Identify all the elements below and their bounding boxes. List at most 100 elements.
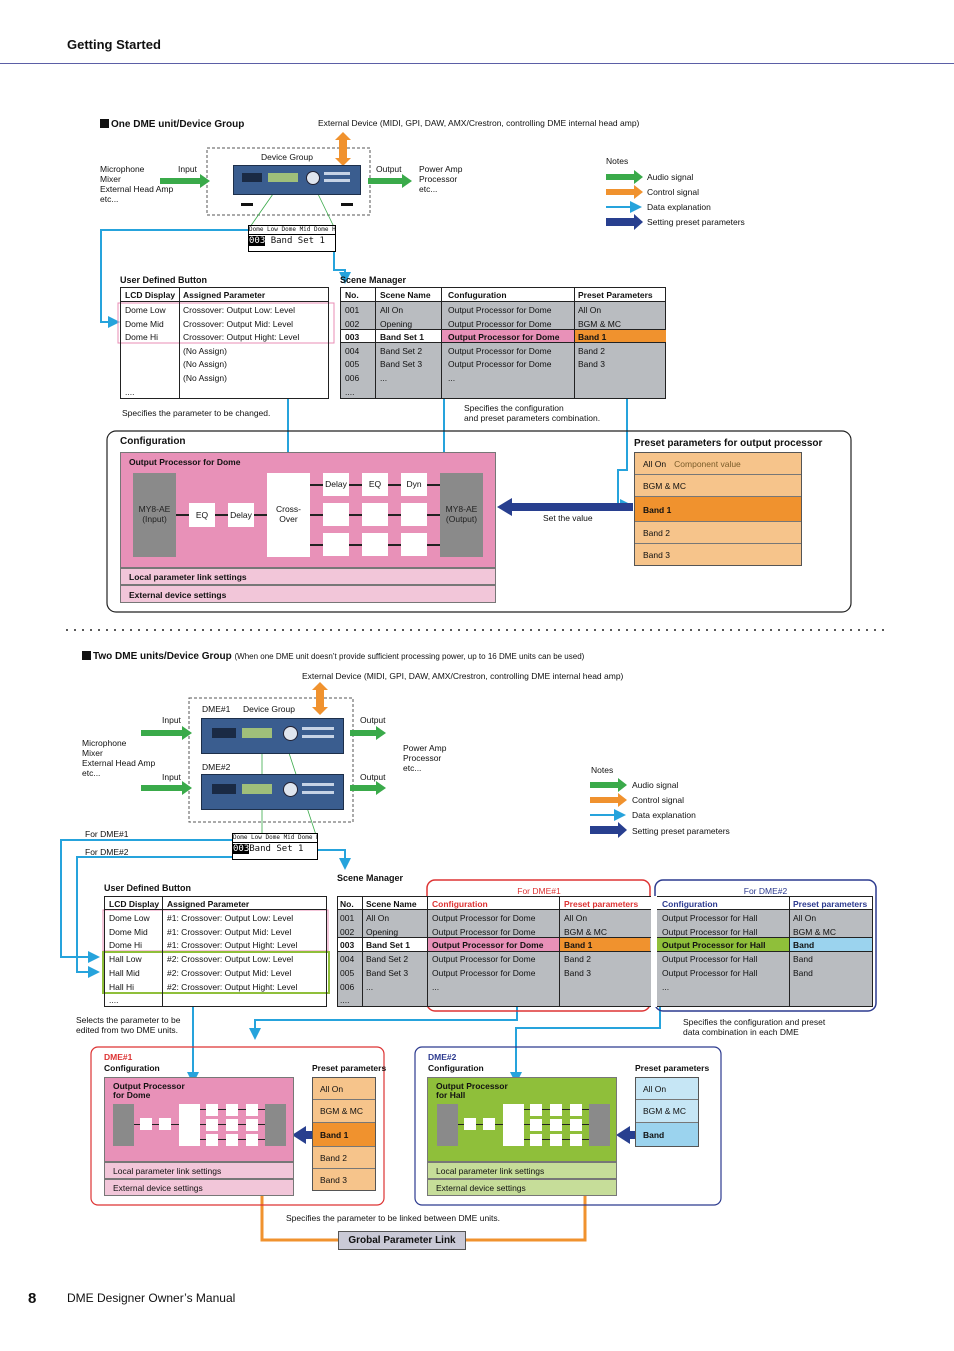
config1-local: Local parameter link settings <box>104 1162 294 1179</box>
output-label: Output <box>376 164 402 174</box>
dme-device-image <box>233 165 361 195</box>
lcd-display: Dome Low Dome Mid Dome Hi 003 Band Set 1 <box>248 225 336 252</box>
delay-column-label: Delay <box>323 473 349 496</box>
section2-title: Two DME units/Device Group (When one DME… <box>82 651 584 662</box>
config-title: Configuration <box>120 436 186 447</box>
preset-band-2: Band 2 <box>635 522 801 544</box>
for-dme2-header: For DME#2 <box>743 886 788 896</box>
for-dme2-label: For DME#2 <box>85 847 129 857</box>
external-device-settings: External device settings <box>120 585 496 603</box>
footer-title: DME Designer Owner’s Manual <box>67 1291 236 1305</box>
input-module <box>133 473 176 557</box>
dme1-device-image <box>201 718 344 754</box>
udb-header-param: Assigned Parameter <box>183 290 266 300</box>
local-link-settings: Local parameter link settings <box>120 568 496 585</box>
udb2-header-lcd: LCD Display <box>109 899 160 909</box>
external-device-label: External Device (MIDI, GPI, DAW, AMX/Cre… <box>318 118 640 128</box>
input-label: Input <box>178 164 197 174</box>
config2-preset-all-on: All On <box>636 1078 698 1100</box>
global-parameter-link: Grobal Parameter Link <box>338 1231 466 1250</box>
preset-bgm-mc: BGM & MC <box>635 475 801 497</box>
scene-title-2: Scene Manager <box>337 873 404 883</box>
note-data: Data explanation <box>647 202 711 212</box>
udb-note: Specifies the parameter to be changed. <box>122 408 271 418</box>
dme1-label: DME#1 <box>202 704 231 714</box>
device-screen <box>268 173 298 182</box>
config2-preset-title: Preset parameters <box>635 1063 710 1073</box>
header-rule <box>0 63 954 64</box>
lcd-display-2: Dome Low Dome Mid Dome Hi 003Band Set 1 <box>232 833 318 860</box>
config1-preset-band3: Band 3 <box>320 1175 347 1185</box>
device-group-label: Device Group <box>261 152 313 162</box>
dme2-device-image <box>201 774 344 810</box>
preset-band-1: Band 1 <box>635 497 801 522</box>
crossover-block: Cross-Over <box>267 473 310 557</box>
config1-title: Configuration <box>104 1063 160 1073</box>
config2-dme-label: DME#2 <box>428 1052 457 1062</box>
preset-title: Preset parameters for output processor <box>634 438 823 449</box>
scene-header-preset: Preset Parameters <box>578 290 653 300</box>
square-bullet-icon <box>100 119 109 128</box>
input-label-dme1: Input <box>162 715 181 725</box>
udb2-header-param: Assigned Parameter <box>167 899 250 909</box>
udb2-col-param: #1: Crossover: Output Low: Level#1: Cros… <box>167 913 298 992</box>
device-group-label-2: Device Group <box>243 704 295 714</box>
note-control-2: Control signal <box>632 795 684 805</box>
scene2-header-preset1: Preset parameters <box>564 899 639 909</box>
note-control: Control signal <box>647 187 699 197</box>
config1-external: External device settings <box>104 1179 294 1196</box>
for-dme1-label: For DME#1 <box>85 829 129 839</box>
set-value-label: Set the value <box>543 513 593 523</box>
config2-preset-bgm: BGM & MC <box>636 1100 698 1123</box>
udb-header-lcd: LCD Display <box>125 290 176 300</box>
scene-header-name: Scene Name <box>380 290 431 300</box>
processor-title: Output Processor for Dome <box>129 457 241 467</box>
config1-preset-band2: Band 2 <box>313 1147 375 1169</box>
section1-title: One DME unit/Device Group <box>100 119 244 130</box>
output-module <box>440 473 483 557</box>
note-audio: Audio signal <box>647 172 694 182</box>
udb-title: User Defined Button <box>120 275 208 285</box>
scene2-header-preset2: Preset parameters <box>793 899 868 909</box>
eq-block: EQ <box>189 503 215 527</box>
notes-title-2: Notes <box>591 765 614 775</box>
scene2-header-no: No. <box>340 899 354 909</box>
scene-header-config: Confuguration <box>448 290 507 300</box>
scene-table-frame <box>340 287 666 399</box>
note-preset-2: Setting preset parameters <box>632 826 730 836</box>
preset-band-3: Band 3 <box>643 550 670 560</box>
udb-title-2: User Defined Button <box>104 883 192 893</box>
config1-preset-band1: Band 1 <box>313 1123 375 1147</box>
dyn-column-label: Dyn <box>401 473 427 496</box>
scene2-header-config1: Configuration <box>432 899 488 909</box>
external-device-label-2: External Device (MIDI, GPI, DAW, AMX/Cre… <box>302 671 624 681</box>
section-title: Getting Started <box>67 37 161 52</box>
scene-title: Scene Manager <box>340 275 407 285</box>
notes-title: Notes <box>606 156 629 166</box>
for-dme1-header: For DME#1 <box>517 886 561 896</box>
config1-dme-label: DME#1 <box>104 1052 133 1062</box>
square-bullet-icon <box>82 651 91 660</box>
output-label-dme1: Output <box>360 715 386 725</box>
device-knob <box>306 171 320 185</box>
eq-column-label: EQ <box>362 473 388 496</box>
config2-external: External device settings <box>427 1179 617 1196</box>
section1-diagram-lines <box>66 132 886 631</box>
